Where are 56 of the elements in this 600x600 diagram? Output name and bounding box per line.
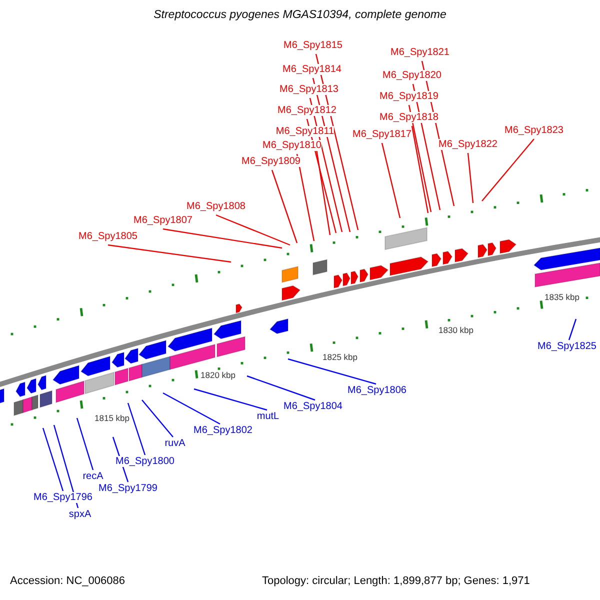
gene-label: M6_Spy1820: [382, 70, 442, 81]
footer-text: Topology: circular; Length: 1,899,877 bp; Genes: 1,971: [262, 576, 530, 587]
gene-label: M6_Spy1811: [276, 126, 334, 137]
gene-label: M6_Spy1821: [390, 47, 450, 58]
leader-line: [568, 318, 577, 340]
gene-label: spxA: [68, 509, 92, 520]
gene-label: M6_Spy1800: [116, 456, 174, 467]
leader-line: [162, 392, 220, 425]
gene-label: M6_Spy1808: [186, 201, 246, 212]
leader-line: [296, 154, 315, 242]
scale-label: 1825 kbp: [322, 352, 358, 363]
gene-label: mutL: [256, 411, 280, 422]
scale-label: 1830 kbp: [438, 325, 474, 336]
gene-label: M6_Spy1818: [380, 112, 438, 123]
footer-text: Accession: NC_006086: [10, 576, 125, 587]
scale-label: 1815 kbp: [94, 413, 130, 424]
scale-label: 1835 kbp: [544, 292, 580, 303]
gene-label: M6_Spy1817: [352, 129, 412, 140]
gene-label: M6_Spy1812: [278, 105, 336, 116]
gene-label: M6_Spy1799: [98, 483, 158, 494]
leader-line: [76, 418, 94, 470]
leader-line: [142, 400, 174, 438]
leader-line: [194, 388, 268, 411]
gene-label: M6_Spy1809: [242, 156, 300, 167]
gene-label: M6_Spy1804: [284, 401, 342, 412]
gene-label: M6_Spy1822: [438, 139, 498, 150]
gene-label: M6_Spy1814: [282, 64, 342, 75]
gene-label: M6_Spy1802: [194, 425, 252, 436]
gene-label: M6_Spy1815: [284, 40, 342, 51]
leader-line: [246, 375, 316, 401]
gene-label: M6_Spy1806: [348, 385, 406, 396]
gene-label: M6_Spy1825: [538, 341, 596, 352]
leader-line: [411, 126, 429, 214]
gene-label: M6_Spy1810: [262, 140, 322, 151]
gene-label: M6_Spy1813: [280, 84, 338, 95]
gene-label: M6_Spy1796: [34, 492, 92, 503]
title: Streptococcus pyogenes MGAS10394, complete genome: [154, 10, 446, 21]
gene-label: M6_Spy1819: [380, 91, 438, 102]
leader-line: [467, 152, 474, 204]
leader-line: [162, 228, 282, 249]
leader-line: [381, 142, 401, 218]
leader-line: [42, 428, 64, 492]
leader-line: [288, 358, 376, 385]
gene-label: M6_Spy1807: [134, 215, 192, 226]
gene-label: ruvA: [164, 438, 186, 449]
leader-line: [127, 402, 146, 456]
leader-line: [482, 138, 534, 202]
gene-label: M6_Spy1805: [78, 231, 138, 242]
leader-line: [271, 170, 298, 244]
leader-line: [216, 214, 290, 246]
gene-label: recA: [82, 471, 104, 482]
gene-label: M6_Spy1823: [504, 125, 564, 136]
leader-line: [408, 104, 432, 212]
leader-line: [53, 424, 79, 508]
leader-line: [108, 244, 232, 263]
scale-label: 1820 kbp: [200, 370, 236, 381]
